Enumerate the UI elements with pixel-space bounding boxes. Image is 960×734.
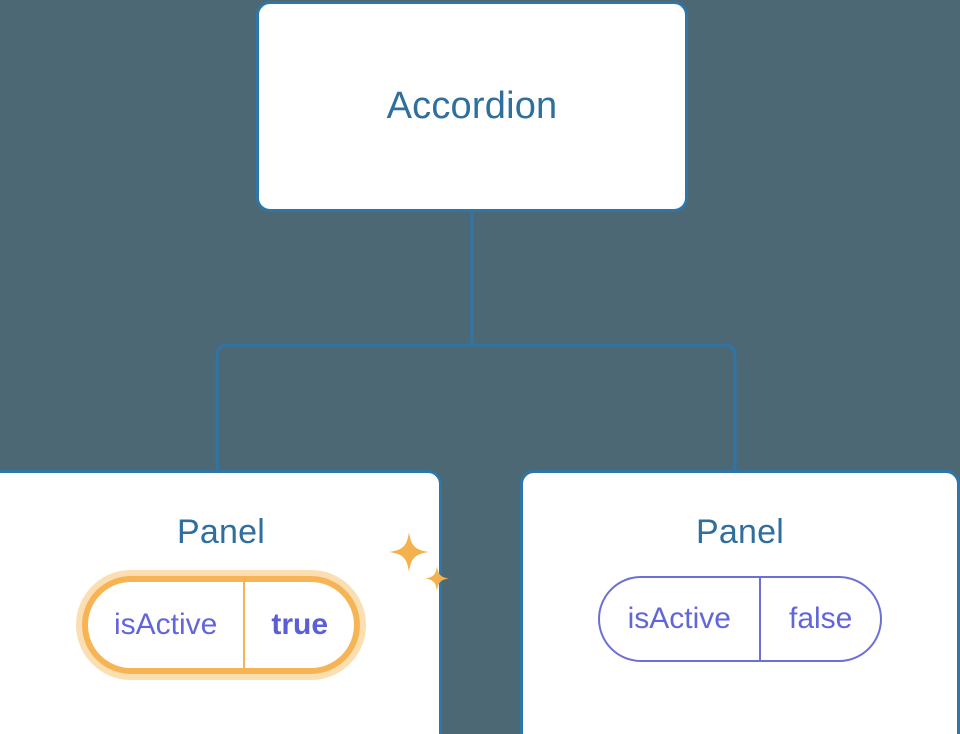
prop-pill-0[interactable]: isActive true xyxy=(81,576,361,674)
prop-pill-wrap-0: isActive true xyxy=(0,532,449,674)
connector-to-panel-1 xyxy=(722,343,737,470)
prop-name-1: isActive xyxy=(627,602,731,635)
prop-pill-wrap-1: isActive false xyxy=(523,576,957,662)
node-accordion[interactable]: Accordion xyxy=(256,1,688,212)
node-accordion-title: Accordion xyxy=(386,85,558,127)
node-panel-1[interactable]: Panel isActive false xyxy=(520,470,960,734)
prop-pill-1[interactable]: isActive false xyxy=(597,576,883,662)
node-panel-0-title: Panel xyxy=(177,513,265,551)
prop-value-0: true xyxy=(243,582,354,668)
prop-name-0: isActive xyxy=(113,608,218,641)
sparkle-small-icon xyxy=(425,566,449,591)
node-panel-0[interactable]: Panel isActive true xyxy=(0,470,449,734)
node-panel-1-title: Panel xyxy=(696,513,784,551)
connector-to-panel-0 xyxy=(215,343,230,470)
prop-value-1: false xyxy=(758,578,880,660)
